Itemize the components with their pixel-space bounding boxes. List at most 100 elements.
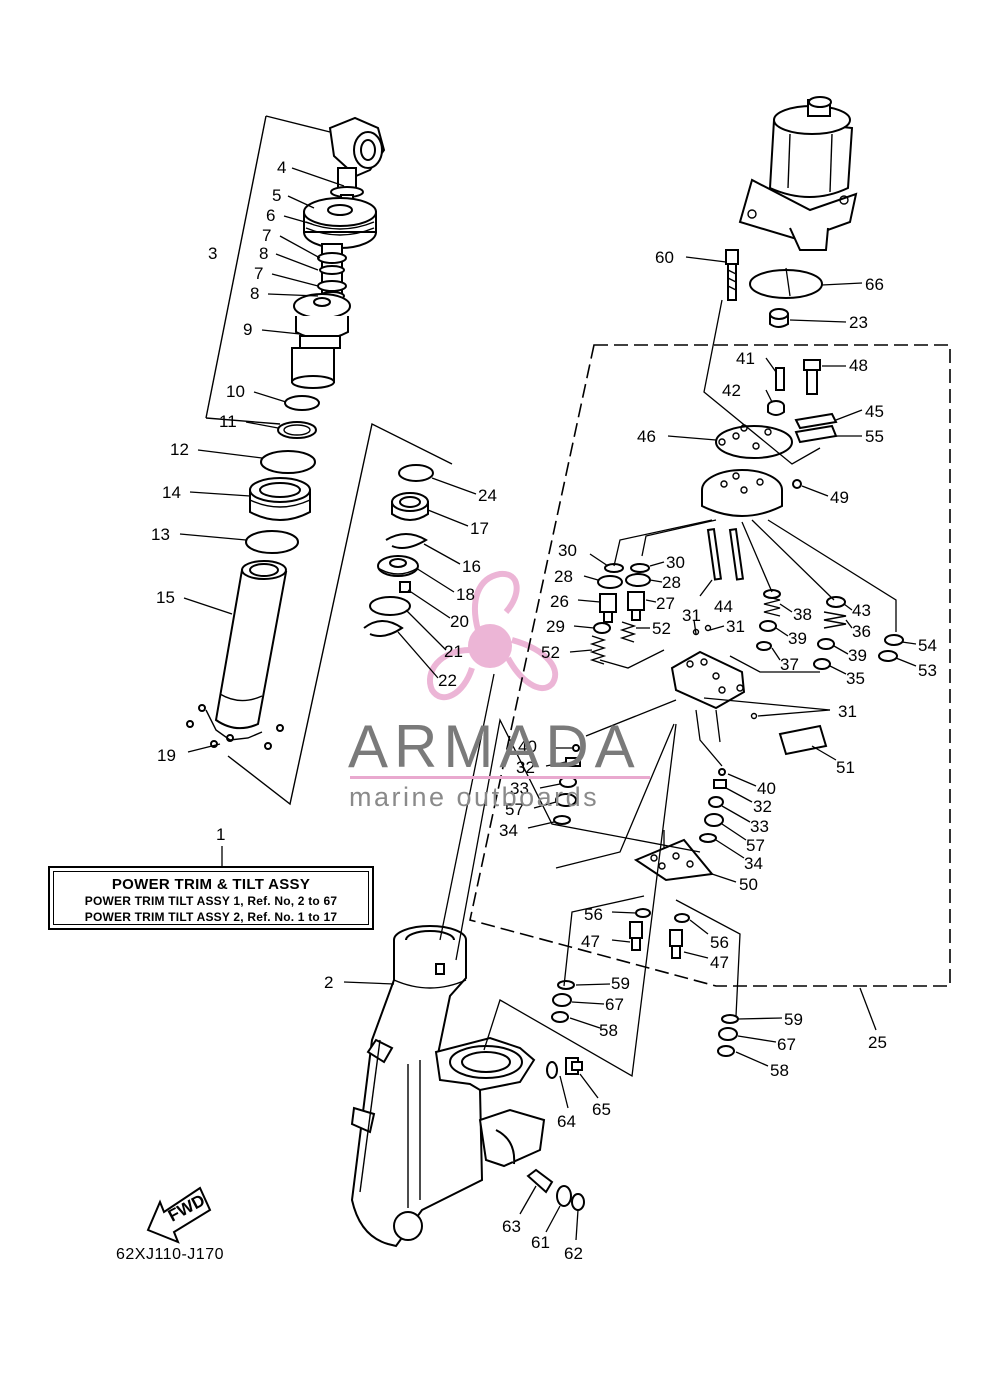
callout-12: 12	[170, 440, 189, 459]
part-5-6-cap	[303, 197, 377, 249]
callout-54: 54	[918, 636, 937, 655]
callout-9: 9	[243, 320, 252, 339]
springs-right	[756, 589, 904, 670]
part-20-spring	[399, 581, 411, 593]
part-49-valve-body	[701, 469, 783, 517]
part-60-bolt	[725, 249, 739, 301]
callout-25: 25	[868, 1033, 887, 1052]
callout-32b: 32	[753, 797, 772, 816]
callout-18: 18	[456, 585, 475, 604]
leader-lines	[179, 167, 917, 1241]
callout-43: 43	[852, 601, 871, 620]
callout-38: 38	[793, 605, 812, 624]
callout-46: 46	[637, 427, 656, 446]
callout-58b: 58	[770, 1061, 789, 1080]
callout-31c: 31	[838, 702, 857, 721]
callout-65: 65	[592, 1100, 611, 1119]
callout-57b: 57	[746, 836, 765, 855]
callout-66: 66	[865, 275, 884, 294]
callout-41: 41	[736, 349, 755, 368]
legend-row-2: POWER TRIM TILT ASSY 2, Ref. No. 1 to 17	[84, 910, 338, 924]
part-16-snap-ring	[385, 533, 428, 549]
callout-30b: 30	[666, 553, 685, 572]
callout-32a: 32	[516, 758, 535, 777]
callout-45: 45	[865, 402, 884, 421]
callout-5: 5	[272, 186, 281, 205]
callout-47b: 47	[710, 953, 729, 972]
callout-29: 29	[546, 617, 565, 636]
callout-30a: 30	[558, 541, 577, 560]
part-10-o-ring	[284, 395, 320, 411]
callout-62: 62	[564, 1244, 583, 1263]
callout-52a: 52	[652, 619, 671, 638]
part-66-o-ring	[749, 269, 823, 299]
legend-title: POWER TRIM & TILT ASSY	[111, 876, 311, 893]
callout-44: 44	[714, 597, 733, 616]
callout-59b: 59	[784, 1010, 803, 1029]
part-22-ring	[363, 620, 404, 637]
part-17-cap	[391, 492, 429, 521]
part-15-cylinder	[214, 560, 288, 730]
part-19-pins	[186, 704, 284, 750]
middle-small-parts	[363, 464, 434, 637]
fittings-61-65	[526, 1057, 585, 1211]
tilt-rod-assembly	[186, 115, 453, 806]
watermark-propeller-logo	[427, 570, 559, 701]
callout-24: 24	[478, 486, 497, 505]
part-12-o-ring	[260, 450, 316, 474]
callout-7a: 7	[262, 226, 271, 245]
callout-53: 53	[918, 661, 937, 680]
callout-31b: 31	[726, 617, 745, 636]
callout-35: 35	[846, 669, 865, 688]
part-18-valve	[377, 555, 419, 577]
callout-22: 22	[438, 671, 457, 690]
valve-block-top	[701, 359, 838, 581]
callout-61: 61	[531, 1233, 550, 1252]
callout-40b: 40	[757, 779, 776, 798]
legend-inner: POWER TRIM & TILT ASSY POWER TRIM TILT A…	[53, 871, 369, 925]
callout-17: 17	[470, 519, 489, 538]
callout-42: 42	[722, 381, 741, 400]
callout-28b: 28	[662, 573, 681, 592]
callout-13: 13	[151, 525, 170, 544]
legend-row-1: POWER TRIM TILT ASSY 1, Ref. No, 2 to 67	[84, 894, 338, 908]
callout-34b: 34	[744, 854, 763, 873]
group-25-outline	[469, 344, 951, 987]
callout-27: 27	[656, 594, 675, 613]
callout-4: 4	[277, 158, 286, 177]
callout-49: 49	[830, 488, 849, 507]
callout-3: 3	[208, 244, 217, 263]
part-9-piston	[291, 293, 351, 389]
callout-67b: 67	[777, 1035, 796, 1054]
callout-8a: 8	[259, 244, 268, 263]
part-motor-pump	[738, 96, 858, 251]
callout-34a: 34	[499, 821, 518, 840]
callout-numbers: 4 5 6 7 8 3 7 8 9 10 11 12 14 13 15 19 1…	[151, 158, 937, 1263]
callout-57a: 57	[505, 800, 524, 819]
callout-51: 51	[836, 758, 855, 777]
part-2-main-housing	[350, 925, 546, 1248]
callout-39a: 39	[788, 629, 807, 648]
callout-37: 37	[780, 655, 799, 674]
callout-8b: 8	[250, 284, 259, 303]
callout-36: 36	[852, 622, 871, 641]
callout-33a: 33	[510, 779, 529, 798]
check-valves-left	[589, 563, 651, 665]
callout-14: 14	[162, 483, 181, 502]
callout-63: 63	[502, 1217, 521, 1236]
callout-23: 23	[849, 313, 868, 332]
fwd-arrow: FWD	[146, 1186, 212, 1244]
callout-20: 20	[450, 612, 469, 631]
callout-21: 21	[444, 642, 463, 661]
part-42-nut	[767, 400, 785, 416]
callout-67a: 67	[605, 995, 624, 1014]
callout-56a: 56	[584, 905, 603, 924]
callout-55: 55	[865, 427, 884, 446]
callout-33b: 33	[750, 817, 769, 836]
callout-58a: 58	[599, 1021, 618, 1040]
callout-2: 2	[324, 973, 333, 992]
callout-15: 15	[156, 588, 175, 607]
part-4-rod-eye	[328, 116, 386, 210]
callout-26: 26	[550, 592, 569, 611]
